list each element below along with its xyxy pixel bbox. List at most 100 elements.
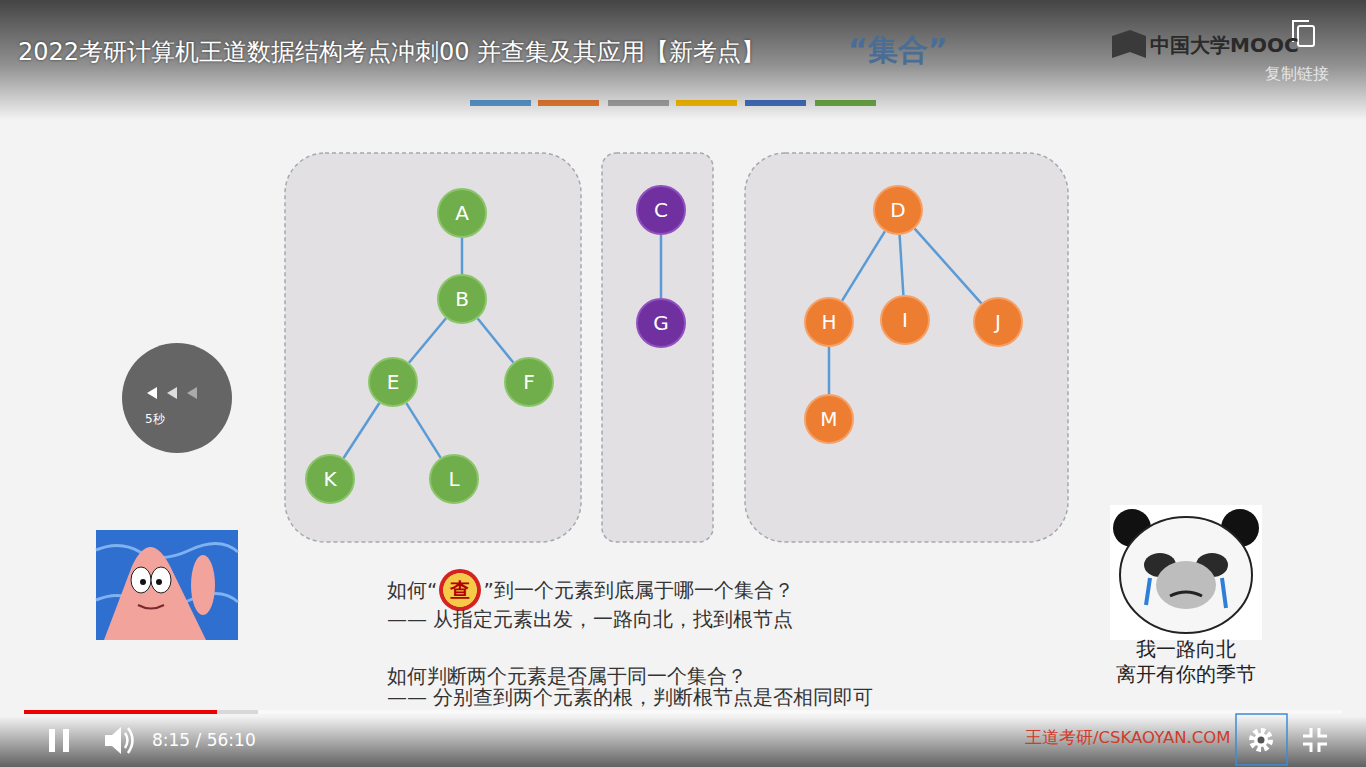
drawing-part: [140, 579, 146, 585]
drawing-part: [104, 547, 206, 640]
node-letter: G: [653, 313, 669, 333]
answer-text: —— 从指定元素出发，一路向北，找到根节点: [387, 607, 793, 631]
rewind-bubble: [122, 343, 232, 453]
tree-edge: [409, 318, 446, 363]
tree-edge: [900, 235, 904, 295]
tree-node-circle: I: [880, 295, 930, 345]
tree-node-circle: D: [873, 185, 923, 235]
drawing-part: [131, 567, 151, 593]
drawing-part: [1252, 731, 1270, 749]
progress-buffered: [24, 710, 258, 714]
node-letter: A: [455, 203, 469, 223]
tree-node-circle: C: [636, 185, 686, 235]
progress-played: [24, 710, 217, 714]
tree-edge: [344, 403, 380, 458]
drawing-part: [1319, 728, 1327, 736]
meme-caption: 离开有你的季节: [1116, 662, 1256, 686]
tree-node-circle: A: [437, 188, 487, 238]
node-letter: D: [890, 200, 905, 220]
question-text: 如何判断两个元素是否属于同一个集合？: [387, 664, 747, 688]
drawing-part: [1319, 744, 1327, 752]
set-region: [285, 153, 581, 542]
node-letter: C: [654, 200, 668, 220]
drawing-part: [191, 555, 215, 615]
set-region: [745, 153, 1068, 542]
tree-node-circle: B: [437, 274, 487, 324]
settings-icon: [1252, 731, 1270, 749]
tree-edge: [915, 229, 982, 304]
platform-logo: 中国大学MOOC: [1150, 33, 1299, 57]
drawing-part: [1146, 578, 1150, 605]
question-line: 如何“查”到一个元素到底属于哪一个集合？: [387, 569, 794, 611]
drawing-part: [105, 727, 121, 754]
tree-edge: [842, 231, 885, 300]
tree-node-circle: J: [973, 297, 1023, 347]
drawing-part: [151, 567, 171, 593]
drawing-part: [1110, 505, 1262, 640]
rewind-seconds: 5秒: [145, 412, 165, 426]
drawing-part: [1120, 517, 1252, 633]
tree-node-circle: M: [804, 394, 854, 444]
drawing-part: [1222, 578, 1226, 608]
meme-picture: [1110, 505, 1262, 640]
tree-edge: [461, 238, 464, 274]
question-text: 如何“: [387, 578, 437, 602]
drawing-part: [1303, 744, 1311, 752]
drawing-part: [96, 543, 238, 557]
tree-edge: [660, 235, 663, 298]
drawing-part: [1170, 592, 1202, 596]
drawing-part: [128, 728, 133, 753]
tree-node-circle: H: [804, 297, 854, 347]
mooc-logo: [1112, 30, 1146, 58]
bottom-overlay: [0, 716, 1366, 767]
volume-icon: [105, 727, 133, 754]
focus-box: [1236, 714, 1287, 765]
tree-node-circle: F: [504, 357, 554, 407]
node-letter: I: [902, 310, 908, 330]
tree-node-circle: K: [305, 454, 355, 504]
time-display: 8:15 / 56:10: [152, 730, 256, 750]
node-letter: K: [323, 469, 336, 489]
answer-text: —— 分别查到两个元素的根，判断根节点是否相同即可: [387, 685, 873, 709]
top-overlay: [0, 0, 1366, 120]
pause-icon: [49, 729, 69, 752]
set-region: [602, 153, 713, 542]
drawing-part: [1298, 26, 1314, 46]
video-title: 2022考研计算机王道数据结构考点冲刺00 并查集及其应用【新考点】: [18, 38, 765, 67]
drawing-part: [167, 387, 177, 399]
meme-picture: [96, 530, 238, 640]
drawing-part: [1254, 733, 1268, 747]
node-letter: M: [820, 409, 837, 429]
question-text: ”到一个元素到底属于哪一个集合？: [483, 578, 793, 602]
query-stamp: 查: [439, 569, 481, 611]
drawing-part: [122, 343, 232, 453]
drawing-part: [1303, 728, 1311, 736]
drawing-part: [138, 605, 164, 609]
drawing-part: [1156, 561, 1216, 609]
drawing-part: [96, 530, 238, 640]
node-letter: J: [995, 312, 1001, 332]
exit-fullscreen-icon: [1303, 728, 1327, 752]
node-letter: E: [387, 372, 400, 392]
watermark: 王道考研/CSKAOYAN.COM: [1025, 728, 1231, 748]
drawing-part: [1258, 737, 1265, 744]
progress-track: [24, 710, 1342, 714]
tree-node-circle: G: [636, 298, 686, 348]
node-letter: L: [448, 469, 459, 489]
drawing-part: [187, 387, 197, 399]
tree-node-circle: L: [429, 454, 479, 504]
meme-caption: 我一路向北: [1136, 637, 1236, 661]
drawing-part: [49, 729, 55, 752]
drawing-part: [156, 579, 162, 585]
tree-node-circle: E: [368, 357, 418, 407]
copy-link: 复制链接: [1265, 64, 1329, 83]
node-letter: B: [455, 289, 469, 309]
drawing-part: [63, 729, 69, 752]
node-letter: F: [523, 372, 535, 392]
drawing-part: [147, 387, 157, 399]
tree-edge: [406, 403, 440, 458]
tree-edge: [478, 318, 514, 362]
tree-edge: [828, 347, 831, 394]
node-letter: H: [821, 312, 836, 332]
